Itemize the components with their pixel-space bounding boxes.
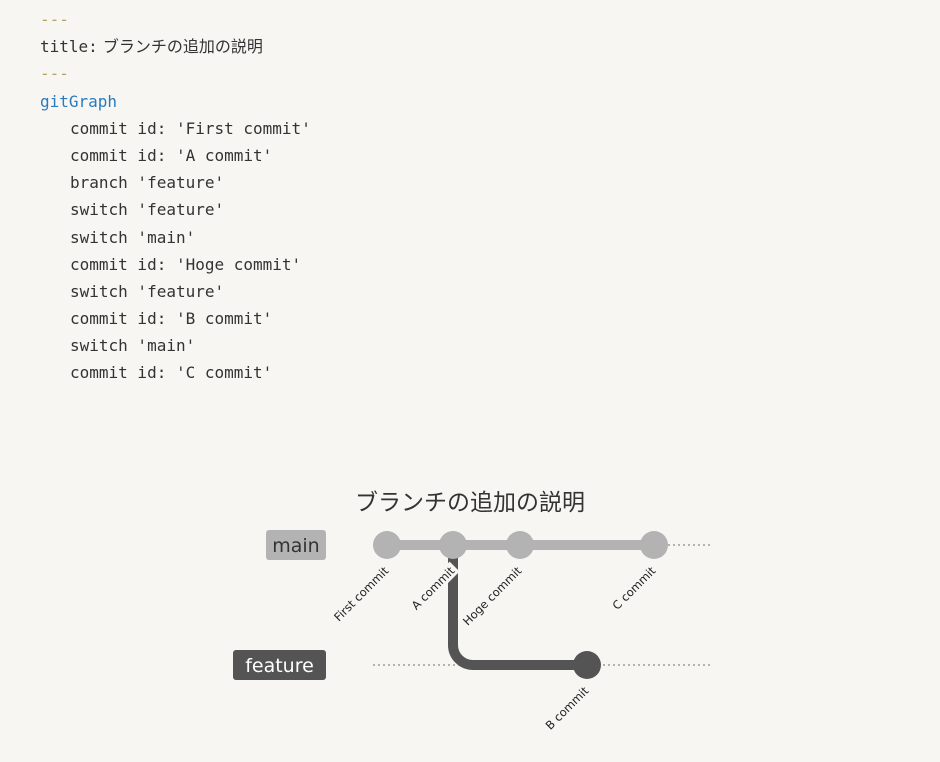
- branch-label-text: main: [272, 535, 319, 557]
- code-token: 'B commit': [166, 309, 273, 329]
- commit-dot: [439, 531, 467, 559]
- code-line: switch 'main': [40, 224, 311, 251]
- commit-label-bg: [463, 561, 527, 625]
- commit-label: C commit: [610, 563, 659, 612]
- diagram-title: ブランチの追加の説明: [355, 490, 585, 516]
- code-token: 'main': [127, 227, 196, 247]
- commit-dot: [506, 531, 534, 559]
- branch-label-text: feature: [245, 655, 314, 677]
- code-token: commit id:: [70, 254, 167, 274]
- commit-label-group: B commit: [543, 681, 594, 733]
- code-line: commit id: 'B commit': [40, 305, 311, 332]
- code-line: switch 'main': [40, 332, 311, 359]
- code-line: ---: [40, 6, 311, 33]
- code-token: title:: [40, 37, 98, 57]
- code-token: ---: [40, 64, 69, 84]
- code-line: commit id: 'C commit': [40, 359, 311, 386]
- code-token: 'main': [127, 336, 196, 356]
- code-token: 'feature': [127, 173, 225, 193]
- code-token: 'First commit': [166, 118, 311, 138]
- code-line: ---: [40, 60, 311, 87]
- code-token: switch: [70, 336, 128, 356]
- code-token: switch: [70, 281, 128, 301]
- commit-label-bg: [409, 561, 460, 612]
- code-token: gitGraph: [40, 91, 118, 111]
- commit-label: First commit: [331, 563, 392, 624]
- commit-label-group: First commit: [325, 561, 394, 630]
- code-token: branch: [70, 173, 128, 193]
- code-token: ブランチの追加の説明: [97, 37, 263, 57]
- code-line: title: ブランチの追加の説明: [40, 33, 311, 60]
- branch-line-feature: [448, 545, 587, 670]
- commit-label: Hoge commit: [460, 563, 525, 628]
- code-token: 'C commit': [166, 363, 273, 383]
- commit-label: B commit: [543, 683, 592, 732]
- code-token: commit id:: [70, 363, 167, 383]
- commit-label-bg: [543, 681, 594, 732]
- code-line: commit id: 'First commit': [40, 115, 311, 142]
- code-line: commit id: 'A commit': [40, 142, 311, 169]
- code-token: switch: [70, 227, 128, 247]
- code-block: --- title: ブランチの追加の説明 --- gitGraph commit id…: [40, 6, 311, 387]
- code-token: 'Hoge commit': [166, 254, 302, 274]
- code-line: switch 'feature': [40, 278, 311, 305]
- commit-label-group: Hoge commit: [460, 561, 527, 628]
- branch-label-main: [266, 530, 326, 560]
- code-line: commit id: 'Hoge commit': [40, 251, 311, 278]
- commit-dot: [573, 651, 601, 679]
- code-token: switch: [70, 200, 128, 220]
- branch-label-feature: [233, 650, 326, 680]
- code-line: gitGraph: [40, 88, 311, 115]
- code-token: 'A commit': [166, 145, 273, 165]
- commit-label-bg: [610, 561, 661, 612]
- code-token: commit id:: [70, 118, 167, 138]
- code-line: branch 'feature': [40, 169, 311, 196]
- code-token: commit id:: [70, 145, 167, 165]
- code-token: commit id:: [70, 309, 167, 329]
- code-token: 'feature': [127, 281, 225, 301]
- code-token: ---: [40, 10, 69, 29]
- commit-dot: [373, 531, 401, 559]
- code-line: switch 'feature': [40, 196, 311, 223]
- code-token: 'feature': [127, 200, 225, 220]
- commit-label-bg: [325, 561, 394, 630]
- commit-dot: [640, 531, 668, 559]
- commit-label-group: C commit: [610, 561, 661, 613]
